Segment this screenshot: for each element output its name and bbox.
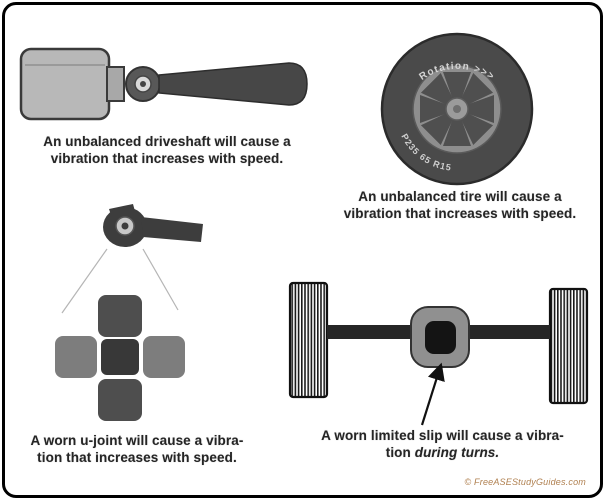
caption-line: An unbalanced driveshaft will cause a xyxy=(43,134,291,149)
spoke xyxy=(420,72,454,106)
caption-ujoint: A worn u-joint will cause a vibra- tion … xyxy=(27,433,247,466)
zoom-line-left xyxy=(61,248,108,314)
right-wheel xyxy=(548,287,589,405)
cross-cap-right xyxy=(143,336,185,378)
transmission-housing xyxy=(19,47,111,121)
yoke-end xyxy=(103,204,203,247)
wheel-spokes xyxy=(420,72,494,146)
joint-pin xyxy=(121,222,129,230)
driveshaft-illustration xyxy=(19,47,308,121)
caption-italic-text: during turns. xyxy=(414,444,500,460)
caption-line: An unbalanced tire will cause a xyxy=(358,189,562,204)
spoke xyxy=(466,95,494,123)
caption-line: vibration that increases with speed. xyxy=(343,205,577,221)
caption-driveshaft: An unbalanced driveshaft will cause a vi… xyxy=(33,134,301,167)
housing-neck xyxy=(106,66,125,102)
cross-cap-bottom xyxy=(98,379,142,421)
watermark: © FreeASEStudyGuides.com xyxy=(464,477,586,487)
cross-cap-left xyxy=(55,336,97,378)
spoke xyxy=(443,118,471,146)
caption-line: A worn limited slip will cause a vibra- xyxy=(321,428,564,443)
yoke-arm xyxy=(141,217,203,242)
u-joint-pin xyxy=(140,81,146,87)
spoke xyxy=(460,112,494,146)
caption-tire: An unbalanced tire will cause a vibratio… xyxy=(340,189,580,222)
zoom-line-right xyxy=(142,248,179,311)
cross-center xyxy=(101,339,139,375)
pointer-arrow xyxy=(420,362,445,426)
cross-cap-top xyxy=(98,295,142,337)
spoke xyxy=(443,72,471,100)
axle-differential-illustration xyxy=(288,281,589,405)
caption-line: A worn u-joint will cause a vibra- xyxy=(30,433,244,448)
tire-wheel-illustration: Rotation >>> P235 65 R15 xyxy=(380,32,534,186)
caption-limited-slip: A worn limited slip will cause a vibra- … xyxy=(315,428,570,461)
hub-center xyxy=(453,105,461,113)
spoke xyxy=(460,72,494,106)
arrow-line xyxy=(420,362,445,426)
spoke xyxy=(420,95,448,123)
spoke xyxy=(420,112,454,146)
caption-line: tion that increases with speed. xyxy=(37,449,237,465)
driveshaft-tube xyxy=(158,62,308,106)
left-wheel xyxy=(288,281,329,399)
u-joint-cross xyxy=(55,295,185,421)
differential-center xyxy=(425,321,456,354)
caption-text: tion xyxy=(385,444,415,460)
caption-line: vibration that increases with speed. xyxy=(50,150,284,166)
caption-line: tion during turns. xyxy=(315,445,570,462)
u-joint-illustration xyxy=(55,204,203,421)
